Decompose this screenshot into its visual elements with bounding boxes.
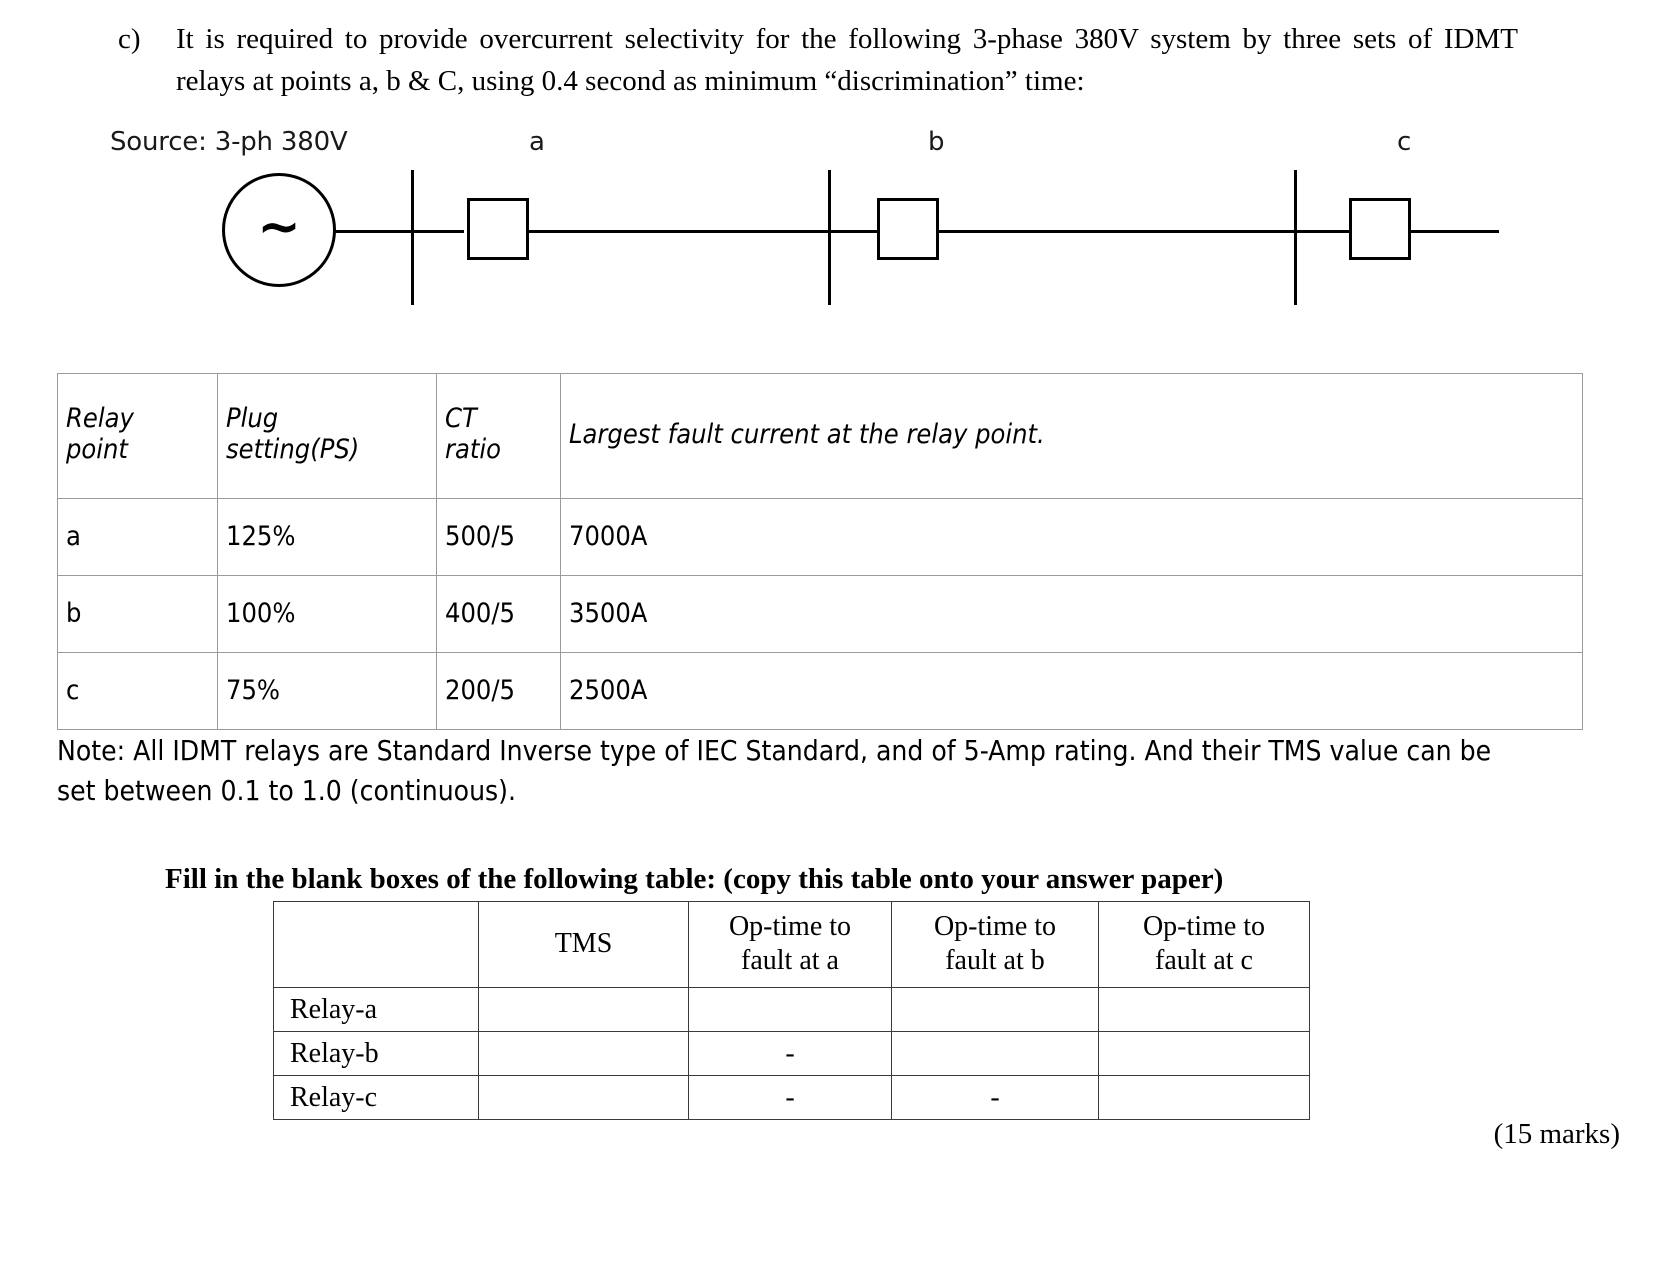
fill-instruction-bold: Fill in the blank boxes of the following… bbox=[165, 863, 717, 895]
cell-ct-ratio: 400/5 bbox=[436, 575, 561, 653]
table-header-row: Relay point Plug setting(PS) CT ratio La… bbox=[57, 373, 1583, 499]
marks-label: (15 marks) bbox=[1493, 1118, 1620, 1150]
note-paragraph: Note: All IDMT relays are Standard Inver… bbox=[57, 734, 1492, 807]
answer-cell-tms-relay-b[interactable] bbox=[478, 1031, 689, 1076]
answer-header-optime-c-line2: fault at c bbox=[1155, 945, 1253, 976]
table-row: b 100% 400/5 3500A bbox=[57, 575, 1583, 653]
answer-header-blank bbox=[273, 901, 479, 988]
cell-plug-setting: 125% bbox=[217, 498, 437, 576]
answer-row-label-relay-c: Relay-c bbox=[273, 1075, 479, 1120]
node-label-a: a bbox=[529, 127, 545, 157]
answer-header-optime-b-line1: Op-time to bbox=[933, 911, 1057, 942]
header-largest-fault-current: Largest fault current at the relay point… bbox=[560, 373, 1583, 499]
header-ct-ratio: CT ratio bbox=[436, 373, 561, 499]
cell-fault-current: 3500A bbox=[560, 575, 1583, 653]
circuit-breaker-c bbox=[1349, 198, 1411, 260]
answer-cell-tms-relay-a[interactable] bbox=[478, 987, 689, 1032]
circuit-breaker-b bbox=[877, 198, 939, 260]
single-line-circuit-diagram: Source: 3-ph 380V a b c ~ bbox=[0, 120, 1674, 340]
cell-relay-point: b bbox=[57, 575, 218, 653]
feeder-line-b-to-c bbox=[939, 230, 1351, 233]
answer-cell-optime-b-relay-c: - bbox=[891, 1075, 1099, 1120]
question-text: It is required to provide overcurrent se… bbox=[176, 23, 1518, 97]
answer-header-optime-c: Op-time to fault at c bbox=[1098, 901, 1310, 988]
fill-instruction-rest: (copy this table onto your answer paper) bbox=[716, 863, 1224, 895]
answer-header-tms: TMS bbox=[478, 901, 689, 988]
answer-header-optime-b: Op-time to fault at b bbox=[891, 901, 1099, 988]
answer-table-row: Relay-b - bbox=[273, 1031, 1310, 1076]
answer-header-optime-b-line2: fault at b bbox=[945, 945, 1045, 976]
busbar-c bbox=[1294, 170, 1297, 305]
answer-row-label-relay-a: Relay-a bbox=[273, 987, 479, 1032]
answer-cell-optime-a-relay-b: - bbox=[688, 1031, 892, 1076]
cell-ct-ratio: 500/5 bbox=[436, 498, 561, 576]
answer-header-optime-a-line2: fault at a bbox=[741, 945, 839, 976]
answer-cell-optime-b-relay-b[interactable] bbox=[891, 1031, 1099, 1076]
table-row: c 75% 200/5 2500A bbox=[57, 652, 1583, 730]
header-relay-point-line1: Relay bbox=[66, 403, 134, 434]
header-plug-setting-line1: Plug bbox=[226, 403, 279, 434]
ac-source-tilde-icon: ~ bbox=[257, 197, 301, 257]
answer-cell-optime-a-relay-c: - bbox=[688, 1075, 892, 1120]
cell-relay-point: c bbox=[57, 652, 218, 730]
feeder-line-gen-to-a bbox=[334, 230, 464, 233]
answer-header-optime-c-line1: Op-time to bbox=[1142, 911, 1266, 942]
feeder-line-c-end bbox=[1411, 230, 1499, 233]
fill-instruction: Fill in the blank boxes of the following… bbox=[165, 862, 1505, 896]
answer-cell-optime-a-relay-a[interactable] bbox=[688, 987, 892, 1032]
answer-header-optime-a-line1: Op-time to bbox=[728, 911, 852, 942]
cell-relay-point: a bbox=[57, 498, 218, 576]
busbar-b bbox=[828, 170, 831, 305]
answer-cell-tms-relay-c[interactable] bbox=[478, 1075, 689, 1120]
busbar-a bbox=[411, 170, 414, 305]
circuit-breaker-a bbox=[467, 198, 529, 260]
answer-cell-optime-c-relay-c[interactable] bbox=[1098, 1075, 1310, 1120]
answer-table-row: Relay-a bbox=[273, 987, 1310, 1032]
question-marker: c) bbox=[118, 23, 141, 55]
cell-ct-ratio: 200/5 bbox=[436, 652, 561, 730]
header-relay-point-line2: point bbox=[66, 434, 128, 465]
relay-data-table: Relay point Plug setting(PS) CT ratio La… bbox=[57, 373, 1583, 730]
answer-table-row: Relay-c - - bbox=[273, 1075, 1310, 1120]
header-ct-ratio-line1: CT bbox=[445, 403, 477, 434]
cell-plug-setting: 75% bbox=[217, 652, 437, 730]
cell-fault-current: 2500A bbox=[560, 652, 1583, 730]
answer-cell-optime-c-relay-a[interactable] bbox=[1098, 987, 1310, 1032]
cell-plug-setting: 100% bbox=[217, 575, 437, 653]
answer-table-header-row: TMS Op-time to fault at a Op-time to fau… bbox=[273, 901, 1310, 988]
answer-row-label-relay-b: Relay-b bbox=[273, 1031, 479, 1076]
answer-table: TMS Op-time to fault at a Op-time to fau… bbox=[273, 901, 1310, 1120]
header-plug-setting: Plug setting(PS) bbox=[217, 373, 437, 499]
header-plug-setting-line2: setting(PS) bbox=[226, 434, 360, 465]
node-label-b: b bbox=[928, 127, 945, 157]
header-relay-point: Relay point bbox=[57, 373, 218, 499]
question-block: c) It is required to provide overcurrent… bbox=[118, 18, 1518, 102]
table-row: a 125% 500/5 7000A bbox=[57, 498, 1583, 576]
source-label: Source: 3-ph 380V bbox=[110, 127, 348, 157]
node-label-c: c bbox=[1397, 127, 1412, 157]
answer-cell-optime-c-relay-b[interactable] bbox=[1098, 1031, 1310, 1076]
cell-fault-current: 7000A bbox=[560, 498, 1583, 576]
answer-cell-optime-b-relay-a[interactable] bbox=[891, 987, 1099, 1032]
header-ct-ratio-line2: ratio bbox=[445, 434, 501, 465]
feeder-line-a-to-b bbox=[527, 230, 877, 233]
answer-header-optime-a: Op-time to fault at a bbox=[688, 901, 892, 988]
